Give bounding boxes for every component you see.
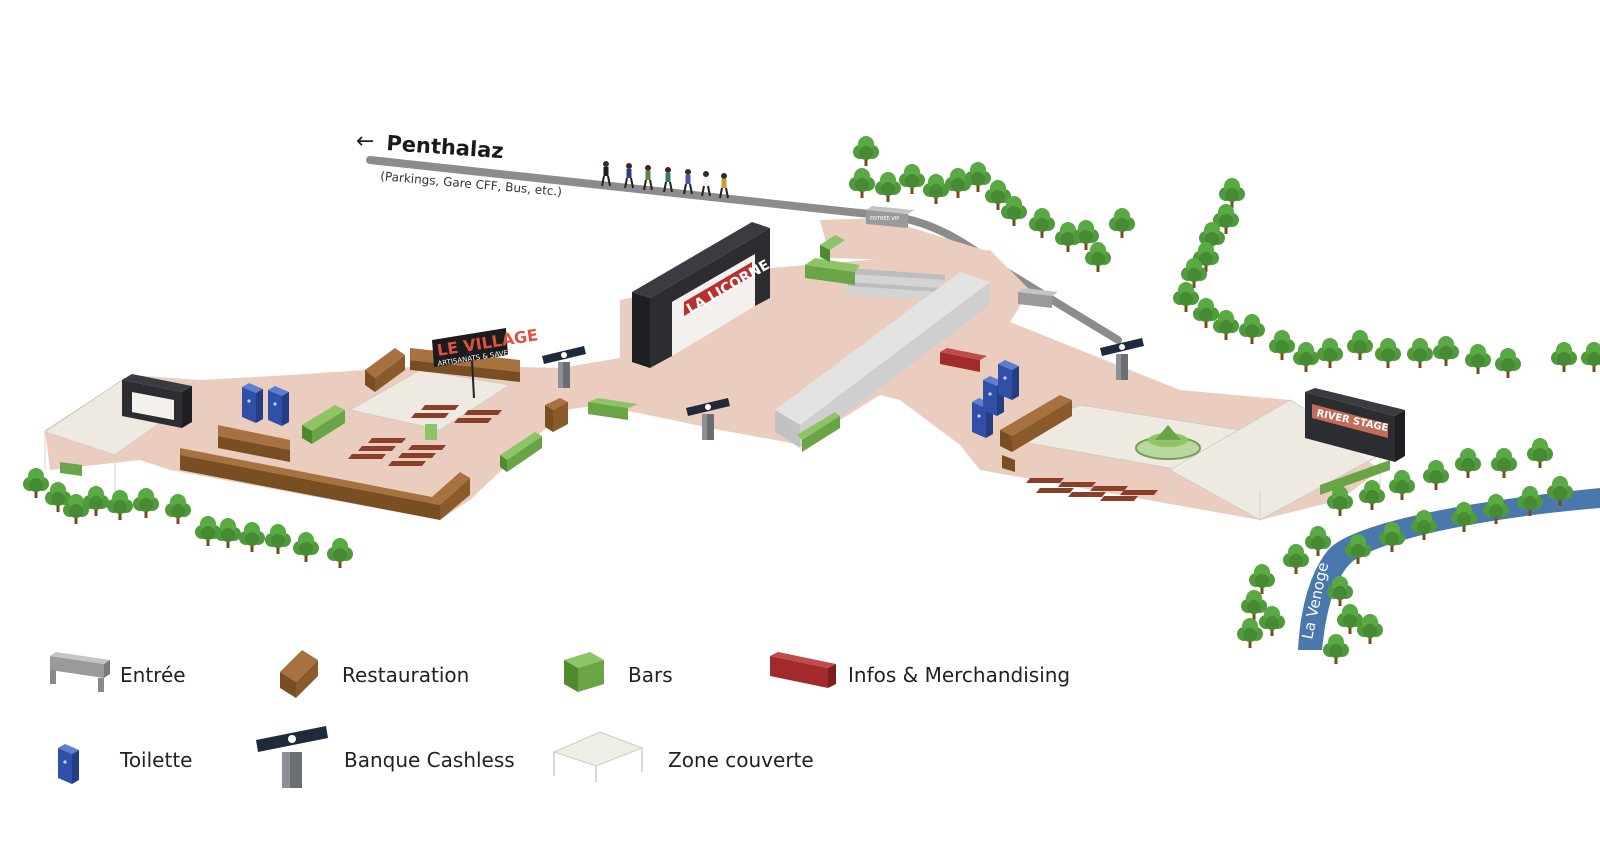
legend-label-infos: Infos & Merchandising (848, 663, 1071, 687)
road-arrow: ← (356, 129, 374, 154)
legend-label-toilette: Toilette (120, 748, 193, 772)
info-stand (940, 348, 987, 372)
legend-icon-infos (770, 652, 836, 688)
legend-label-restauration: Restauration (342, 663, 470, 687)
entree-vip-label: ENTRÉE VIP (870, 214, 899, 222)
legend-icon-restauration (280, 650, 318, 698)
legend-icon-toilette (58, 744, 79, 784)
entrance-vip: ENTRÉE VIP (866, 206, 914, 228)
entrance-main (1018, 288, 1058, 308)
legend-icon-banque (256, 726, 328, 788)
stage-river: RIVER STAGE (1305, 388, 1405, 462)
central-stands (775, 268, 990, 448)
legend-icon-zone (552, 731, 644, 782)
restauration-stands (180, 348, 1072, 520)
legend-label-entree: Entrée (120, 663, 186, 687)
legend-icon-bars (564, 652, 604, 692)
stage-left (122, 374, 192, 428)
stage-la-licorne: LA LICORNE (632, 222, 773, 368)
road-destination: Penthalaz (386, 131, 505, 163)
legend-label-zone: Zone couverte (668, 748, 814, 772)
legend-label-banque: Banque Cashless (344, 748, 515, 772)
bandstand (1135, 425, 1201, 460)
bar-stands (60, 235, 1390, 495)
legend-icon-entree (50, 652, 110, 692)
festival-ground (45, 218, 1380, 520)
legend-label-bars: Bars (628, 663, 673, 687)
